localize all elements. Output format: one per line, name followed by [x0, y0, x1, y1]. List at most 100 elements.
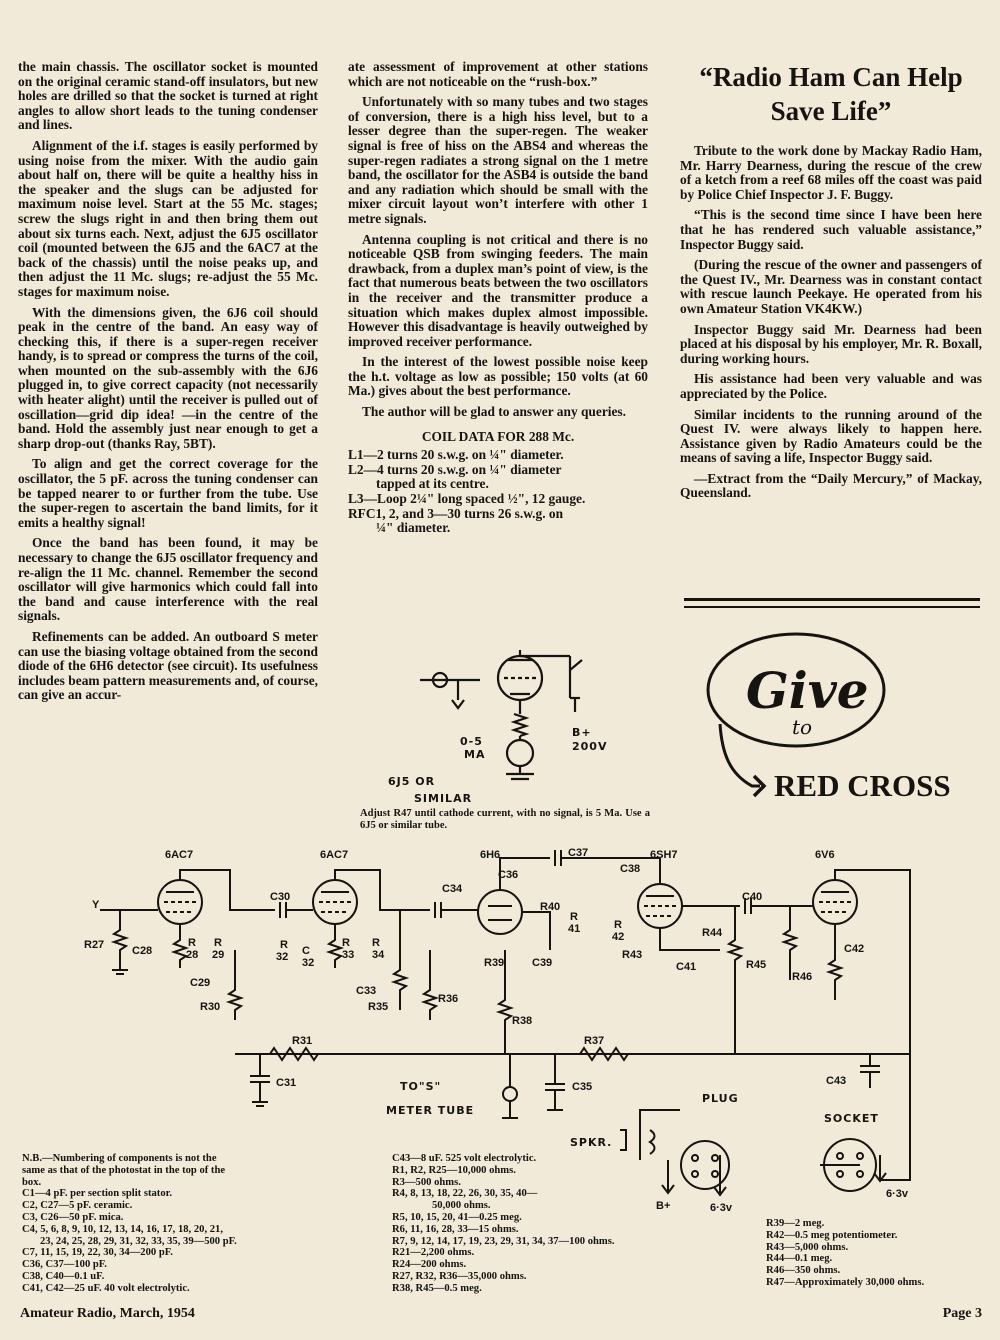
parts-line: N.B.—Numbering of components is not the	[22, 1153, 217, 1164]
component-label: R31	[292, 1035, 312, 1047]
component-label: C	[302, 945, 310, 957]
coil-data-title: COIL DATA FOR 288 Mc.	[421, 428, 575, 444]
paragraph: Refinements can be added. An outboard S …	[18, 628, 318, 703]
paragraph: Antenna coupling is not critical and the…	[348, 231, 648, 349]
paragraph: the main chassis. The oscillator socket …	[18, 59, 318, 133]
component-label: C35	[572, 1081, 592, 1093]
bplus-label: B+	[572, 726, 592, 739]
component-label: 28	[186, 949, 198, 961]
parts-line: R4, 8, 13, 18, 22, 26, 30, 35, 40—	[392, 1188, 538, 1200]
component-label: R	[570, 911, 578, 923]
meter-circuit-diagram: 0-5 MA B+ 200V 6J5 OR SIMILAR	[388, 650, 607, 805]
component-label: C33	[356, 985, 376, 997]
voltage-label: 200V	[572, 740, 607, 753]
meter-note: METER TUBE	[386, 1104, 474, 1117]
component-label: R36	[438, 993, 458, 1005]
column-1: the main chassis. The oscillator socket …	[18, 59, 318, 709]
divider	[684, 598, 980, 601]
parts-line: R47—Approximately 30,000 ohms.	[766, 1276, 925, 1288]
component-label: R	[342, 937, 350, 949]
component-label: C28	[132, 945, 152, 957]
component-label: 32	[276, 951, 288, 963]
parts-line: C41, C42—25 uF. 40 volt electrolytic.	[22, 1282, 190, 1294]
component-label: C41	[676, 961, 696, 973]
tube-label: 6AC7	[320, 849, 348, 861]
parts-line: C4, 5, 6, 8, 9, 10, 12, 13, 14, 16, 17, …	[22, 1223, 223, 1235]
paragraph: The author will be glad to answer any qu…	[362, 404, 626, 420]
component-label: R44	[702, 927, 723, 939]
tube-label: 6SH7	[650, 849, 678, 861]
component-label: C34	[442, 883, 463, 895]
meter-range: 0-5	[460, 735, 483, 748]
parts-line: R44—0.1 meg.	[766, 1253, 833, 1265]
parts-line: C3, C26—50 pF. mica.	[22, 1211, 124, 1223]
tube-label: 6H6	[480, 849, 500, 861]
divider	[684, 606, 980, 608]
parts-line: C7, 11, 15, 19, 22, 30, 34—200 pF.	[22, 1247, 173, 1259]
component-label: R45	[746, 959, 766, 971]
component-label: 41	[568, 923, 580, 935]
footer-page-number: Page 3	[942, 1306, 982, 1321]
tube-label: 6AC7	[165, 849, 193, 861]
component-label: C42	[844, 943, 864, 955]
component-label: 29	[212, 949, 224, 961]
component-label: R	[188, 937, 196, 949]
coil-l2: L2—4 turns 20 s.w.g. on ¼" diameter	[348, 461, 562, 477]
component-label: Y	[92, 899, 100, 911]
to-word: to	[792, 715, 812, 739]
bplus-label: B+	[656, 1200, 670, 1212]
parts-line: R24—200 ohms.	[392, 1259, 467, 1271]
parts-list-left: N.B.—Numbering of components is not the …	[22, 1153, 322, 1295]
paragraph: In the interest of the lowest possible n…	[348, 354, 648, 399]
parts-line: C1—4 pF. per section split stator.	[22, 1188, 172, 1200]
paragraph: Alignment of the i.f. stages is easily p…	[18, 137, 318, 299]
figure-caption: Adjust R47 until cathode current, with n…	[360, 808, 650, 831]
component-label: C43	[826, 1075, 846, 1087]
coil-data: COIL DATA FOR 288 Mc. L1—2 turns 20 s.w.…	[348, 428, 648, 536]
parts-line: C38, C40—0.1 uF.	[22, 1270, 105, 1282]
component-label: C40	[742, 891, 762, 903]
parts-line: 23, 24, 25, 28, 29, 31, 32, 33, 35, 39—5…	[40, 1235, 237, 1247]
meter-note: TO"S"	[400, 1080, 441, 1093]
paragraph: Tribute to the work done by Mackay Radio…	[680, 143, 982, 202]
component-label: R	[214, 937, 222, 949]
give-word: Give	[746, 661, 869, 720]
heater-label: 6·3v	[710, 1202, 733, 1214]
parts-line: C2, C27—5 pF. ceramic.	[22, 1200, 133, 1212]
paragraph: —Extract from the “Daily Mercury,” of Ma…	[680, 470, 982, 501]
component-label: C37	[568, 847, 588, 859]
component-label: R38	[512, 1015, 532, 1027]
component-label: C39	[532, 957, 552, 969]
coil-rfc: RFC1, 2, and 3—30 turns 26 s.w.g. on	[348, 505, 564, 521]
parts-line: R39—2 meg.	[766, 1218, 825, 1229]
component-label: 34	[372, 949, 385, 961]
coil-l2-cont: tapped at its centre.	[376, 476, 489, 492]
parts-line: R42—0.5 meg potentiometer.	[766, 1229, 898, 1241]
component-label: C31	[276, 1077, 296, 1089]
component-label: 33	[342, 949, 354, 961]
paragraph: ate assessment of improvement at other s…	[348, 59, 648, 89]
parts-line: box.	[22, 1176, 42, 1188]
column-2: ate assessment of improvement at other s…	[348, 59, 648, 536]
parts-line: 50,000 ohms.	[432, 1200, 491, 1212]
component-label: C38	[620, 863, 640, 875]
paragraph: With the dimensions given, the 6J6 coil …	[18, 304, 318, 451]
component-label: R35	[368, 1001, 388, 1013]
plug-label: PLUG	[702, 1092, 739, 1105]
component-label: R30	[200, 1001, 220, 1013]
component-label: R37	[584, 1035, 604, 1047]
component-label: R40	[540, 901, 560, 913]
tube-label: 6V6	[815, 849, 835, 861]
parts-line: R7, 9, 12, 14, 17, 19, 23, 29, 31, 34, 3…	[392, 1235, 615, 1247]
red-cross-word: RED CROSS	[774, 768, 951, 803]
coil-rfc-cont: ¼" diameter.	[376, 520, 451, 536]
parts-line: R46—350 ohms.	[766, 1265, 841, 1277]
tube-label-2: SIMILAR	[414, 792, 472, 805]
paragraph: Similar incidents to the running around …	[680, 406, 982, 466]
meter-unit: MA	[464, 748, 485, 761]
paragraph: To align and get the correct coverage fo…	[18, 456, 318, 530]
parts-line: same as that of the photostat in the top…	[22, 1164, 226, 1176]
parts-line: R38, R45—0.5 meg.	[392, 1282, 482, 1294]
parts-line: C43—8 uF. 525 volt electrolytic.	[392, 1153, 537, 1164]
